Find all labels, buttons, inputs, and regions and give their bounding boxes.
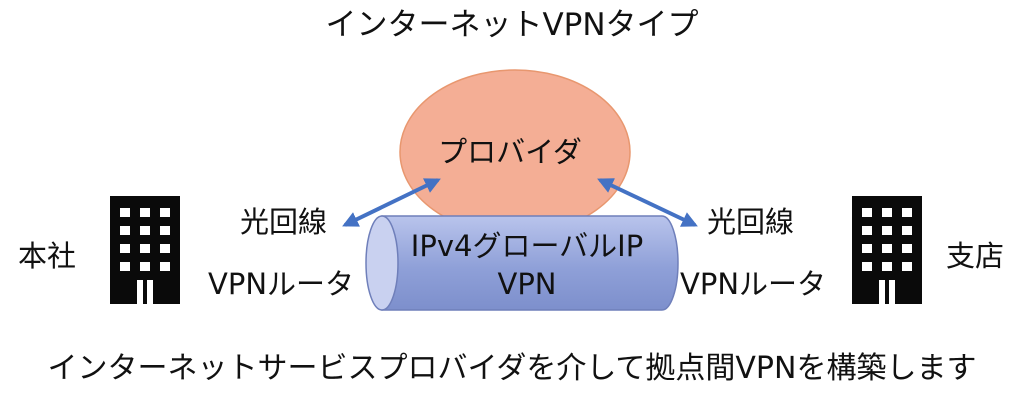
- branch-label: 支店: [946, 239, 1005, 273]
- right-link-arrow: [597, 178, 698, 227]
- tunnel-label-line2: VPN: [497, 267, 557, 301]
- provider-label: プロバイダ: [438, 135, 582, 169]
- tunnel-label-line1: IPv4グローバルIP: [410, 229, 644, 263]
- left-router-label: VPNルータ: [208, 267, 355, 301]
- diagram-caption: インターネットサービスプロバイダを介して拠点間VPNを構築します: [47, 351, 977, 386]
- vpn-tunnel: [365, 215, 679, 311]
- office-building-icon: [852, 196, 922, 304]
- diagram-title: インターネットVPNタイプ: [325, 7, 699, 43]
- office-building-icon: [110, 196, 180, 304]
- headquarters-label: 本社: [18, 239, 77, 273]
- left-line-label: 光回線: [240, 205, 328, 239]
- right-router-label: VPNルータ: [680, 267, 827, 301]
- right-line-label: 光回線: [707, 205, 795, 239]
- left-link-arrow: [342, 178, 441, 227]
